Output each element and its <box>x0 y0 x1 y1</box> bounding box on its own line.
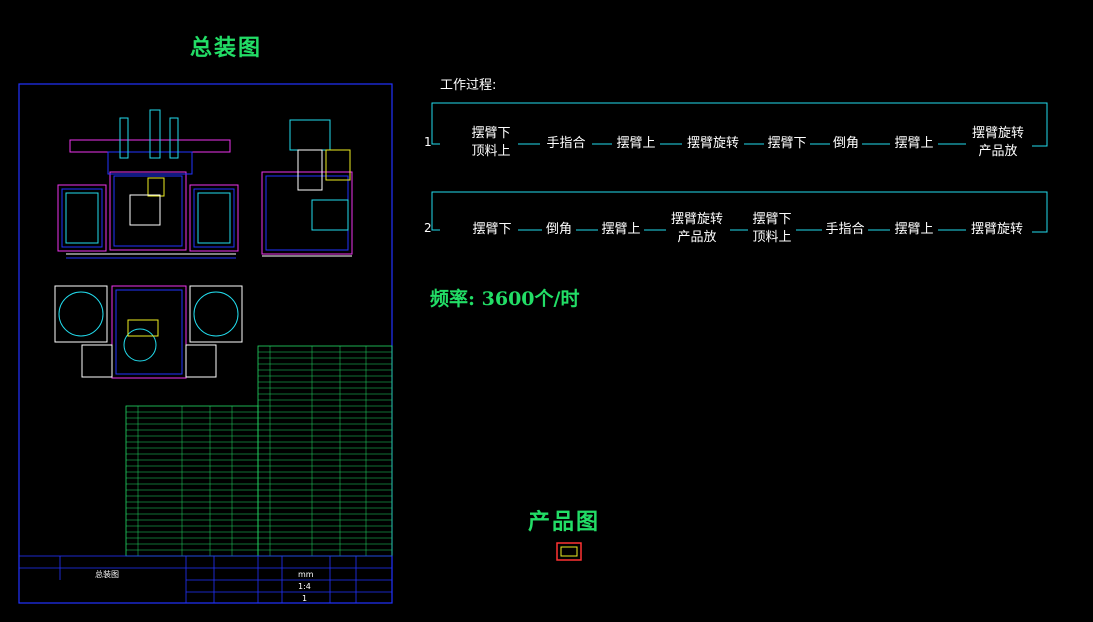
assembly-drawing-title: 总装图 <box>190 35 263 61</box>
sheet-frame <box>18 83 393 604</box>
process-row1-step-8: 摆臂旋转 产品放 <box>971 126 1024 159</box>
process-row1-step-7: 摆臂上 <box>894 136 934 151</box>
process-row1-step-3: 摆臂上 <box>616 136 656 151</box>
process-row2-number: 2 <box>424 221 432 235</box>
product-drawing-icon <box>556 542 582 561</box>
process-row2-step-4: 摆臂旋转 产品放 <box>670 212 723 245</box>
process-row2-step-1: 摆臂下 <box>472 222 512 237</box>
title-block-drawing-name: 总装图 <box>95 569 119 579</box>
front-view-machine <box>57 109 239 259</box>
process-row1-step-6: 倒角 <box>832 136 859 151</box>
process-row2-step-3: 摆臂上 <box>601 222 641 237</box>
process-row1-number: 1 <box>424 135 432 149</box>
title-block-scale: 1:4 <box>298 582 311 591</box>
process-row1-lines <box>431 102 1048 147</box>
side-view-machine <box>261 119 353 257</box>
process-row1-step-2: 手指合 <box>546 136 586 151</box>
frequency-label: 频率: 3600个/时 <box>430 288 580 310</box>
process-row1-step-1: 摆臂下 顶料上 <box>471 126 511 159</box>
parts-list-right <box>257 345 393 557</box>
process-row2-step-8: 摆臂旋转 <box>970 222 1023 237</box>
title-block-unit: mm <box>298 570 314 579</box>
process-row2-step-2: 倒角 <box>545 222 572 237</box>
process-row2-step-7: 摆臂上 <box>894 222 934 237</box>
work-process-heading: 工作过程: <box>440 78 497 93</box>
parts-list-left <box>125 405 259 557</box>
top-view-machine <box>54 285 243 379</box>
process-row1-step-5: 摆臂下 <box>767 136 807 151</box>
process-row2-step-6: 手指合 <box>825 222 865 237</box>
process-row1-step-4: 摆臂旋转 <box>686 136 739 151</box>
process-row2-step-5: 摆臂下 顶料上 <box>752 212 792 245</box>
title-block-sheet: 1 <box>302 594 307 603</box>
title-block <box>18 555 393 604</box>
process-row2-lines <box>431 191 1048 233</box>
product-drawing-title: 产品图 <box>528 509 601 535</box>
